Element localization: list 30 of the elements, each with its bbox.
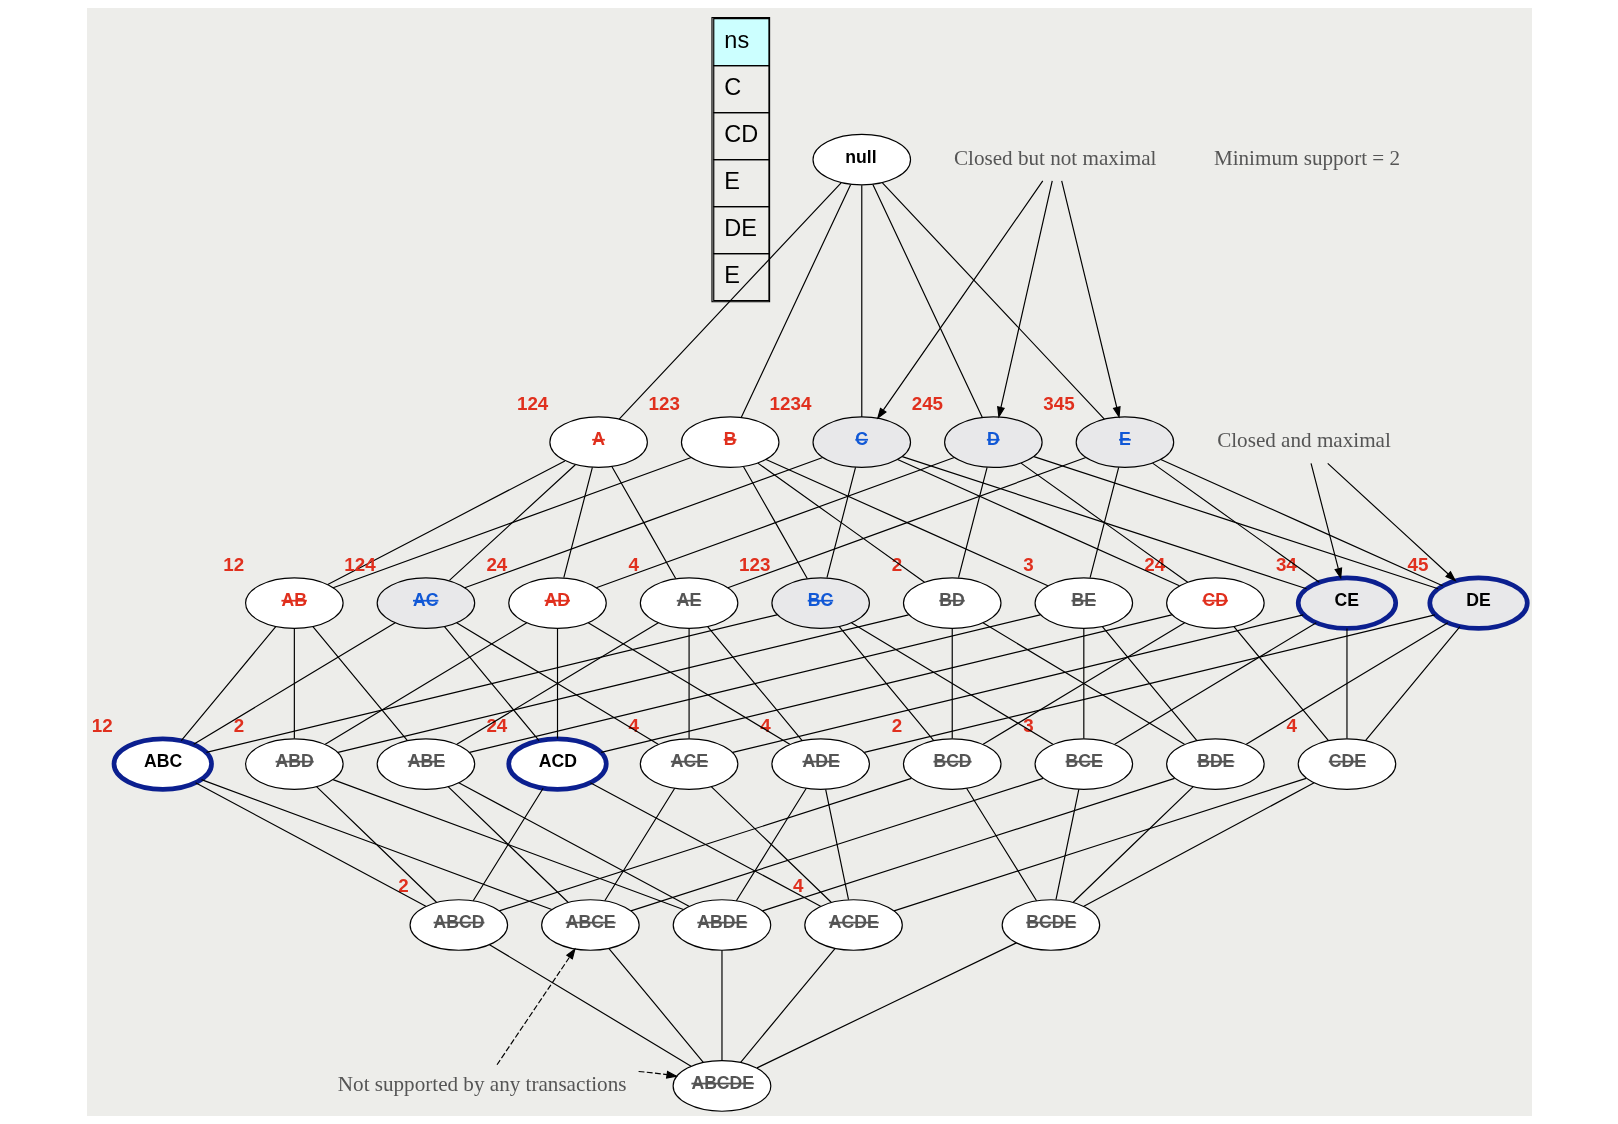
label: Minimum support = 2 xyxy=(1213,145,1400,170)
node-label: 34 xyxy=(1275,553,1297,575)
node-label: 2 xyxy=(397,875,409,897)
node-label: 24 xyxy=(485,714,507,736)
node-label: 24 xyxy=(1143,553,1165,575)
node-label: 3 xyxy=(1022,553,1034,575)
node-text: Not supported by any transactions xyxy=(337,1072,626,1097)
label: ns xyxy=(723,27,749,54)
label: C xyxy=(723,74,741,101)
node-text: Closed and maximal xyxy=(1216,428,1391,453)
node-label: 2 xyxy=(891,714,902,736)
node-label: 4 xyxy=(792,875,804,897)
node-label: 24 xyxy=(485,553,507,575)
node-label: 4 xyxy=(628,553,639,575)
node-label: 45 xyxy=(1406,553,1428,575)
node-label: 12 xyxy=(91,714,113,736)
label: E xyxy=(723,168,740,194)
label: DE xyxy=(723,214,757,241)
node-label: 4 xyxy=(1285,714,1297,736)
node-label: 245 xyxy=(911,392,943,414)
node-label: 12 xyxy=(222,553,244,575)
node-label: 124 xyxy=(516,392,548,414)
node-text: Closed but not maximal xyxy=(953,145,1156,170)
label: CD xyxy=(723,121,758,148)
label: E xyxy=(723,261,740,288)
node-label: 123 xyxy=(738,553,770,575)
node-label: 1234 xyxy=(769,392,811,414)
node-label: 2 xyxy=(233,714,244,736)
node-label: 123 xyxy=(648,392,680,414)
node-label: 345 xyxy=(1042,392,1075,414)
